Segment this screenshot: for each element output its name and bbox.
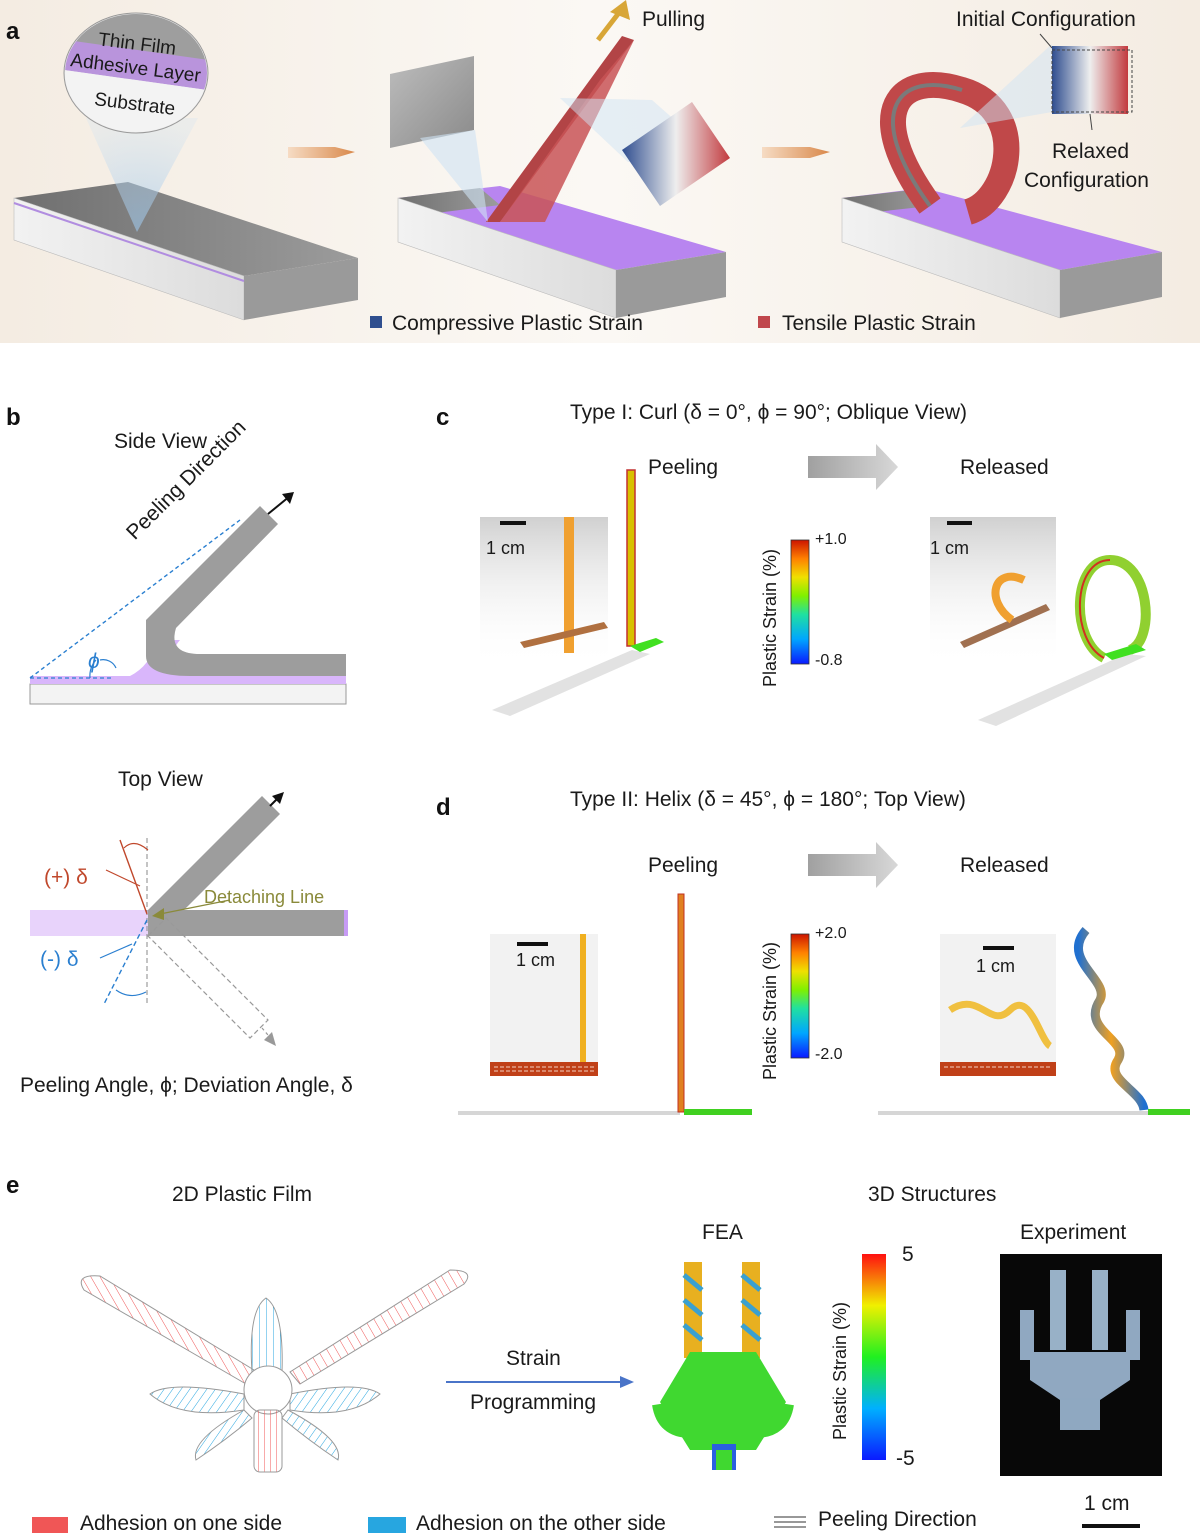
- panel-e-letter: e: [6, 1172, 20, 1199]
- flow-arrow-1: [288, 147, 355, 158]
- panel-b-letter: b: [6, 404, 21, 431]
- panel-c-colorbar-max: +1.0: [815, 531, 847, 548]
- minus-delta-label: (-) δ: [40, 948, 79, 971]
- top-film-peeled: [148, 796, 280, 928]
- panel-c-arrow: [808, 444, 898, 490]
- legend-other-side: Adhesion on the other side: [416, 1512, 666, 1535]
- phi-label: ϕ: [88, 650, 100, 673]
- panel-d-peeling: Peeling: [648, 854, 719, 877]
- substrate-bar-1: [13, 182, 358, 321]
- panel-d-title: Type II: Helix (δ = 45°, ϕ = 180°; Top V…: [570, 788, 966, 811]
- flat-film-pattern: [80, 1269, 469, 1473]
- initial-config-label: Initial Configuration: [956, 8, 1136, 31]
- panel-c-peeling: Peeling: [648, 456, 719, 479]
- side-view-title: Side View: [114, 430, 208, 453]
- panel-b-caption: Peeling Angle, ϕ; Deviation Angle, δ: [20, 1074, 353, 1097]
- arrow-label-programming: Programming: [470, 1391, 597, 1414]
- peeled-film: [486, 36, 634, 222]
- legend-one-side: Adhesion on one side: [80, 1512, 282, 1535]
- panel-d-letter: d: [436, 794, 451, 821]
- fea-structure: [652, 1262, 794, 1470]
- legend-one-side-swatch: [32, 1517, 68, 1533]
- panel-d-colorbar-max: +2.0: [815, 925, 847, 942]
- panel-c-scale-right: 1 cm: [930, 538, 970, 558]
- panel-e-colorbar: [862, 1254, 886, 1460]
- plus-delta-label: (+) δ: [44, 866, 88, 889]
- panel-c-title: Type I: Curl (δ = 0°, ϕ = 90°; Oblique V…: [570, 401, 968, 424]
- legend-tensile: Tensile Plastic Strain: [782, 312, 976, 335]
- legend-tensile-swatch: [758, 316, 770, 328]
- panel-c-released: Released: [960, 456, 1049, 479]
- panel-e-colorbar-label: Plastic Strain (%): [830, 1301, 850, 1440]
- pulling-arrowhead: [610, 0, 630, 20]
- compression-block: [390, 56, 474, 148]
- relaxed-config-label-2: Configuration: [1024, 169, 1149, 192]
- arrow-label-strain: Strain: [506, 1347, 561, 1370]
- panel-e-scale: 1 cm: [1084, 1492, 1130, 1515]
- detaching-line-label: Detaching Line: [204, 887, 325, 907]
- legend-peeling-direction: Peeling Direction: [818, 1508, 977, 1531]
- panel-e-colorbar-min: -5: [896, 1447, 915, 1470]
- experiment-label: Experiment: [1020, 1221, 1127, 1244]
- panel-c-letter: c: [436, 404, 450, 431]
- panel-d-colorbar: [790, 933, 810, 1059]
- relaxed-config-label-1: Relaxed: [1052, 140, 1130, 163]
- panel-d-arrow: [808, 842, 898, 888]
- film-title: 2D Plastic Film: [172, 1183, 313, 1206]
- panel-a-letter: a: [6, 18, 20, 45]
- panel-c-colorbar: [790, 539, 810, 665]
- panel-d-scale-left: 1 cm: [516, 950, 556, 970]
- top-adhesive-left: [30, 910, 148, 936]
- side-film: [146, 506, 346, 676]
- structures-title: 3D Structures: [868, 1183, 997, 1206]
- legend-compressive: Compressive Plastic Strain: [392, 312, 643, 335]
- side-adhesive: [30, 676, 346, 684]
- panel-d-scale-right: 1 cm: [976, 956, 1016, 976]
- top-film-right: [148, 910, 348, 936]
- pulling-label: Pulling: [642, 8, 706, 31]
- legend-compressive-swatch: [370, 316, 382, 328]
- panel-c-colorbar-min: -0.8: [815, 652, 843, 669]
- panel-a-illustration: [13, 0, 1162, 328]
- relaxed-block: [1052, 46, 1128, 114]
- panel-d-released: Released: [960, 854, 1049, 877]
- fea-label: FEA: [702, 1221, 743, 1244]
- panel-d-colorbar-min: -2.0: [815, 1046, 843, 1063]
- legend-other-side-swatch: [368, 1517, 406, 1533]
- flow-arrow-2: [762, 147, 830, 158]
- tension-block: [622, 102, 730, 206]
- top-view-title: Top View: [118, 768, 203, 791]
- panel-c-scale-left: 1 cm: [486, 538, 526, 558]
- panel-e-colorbar-max: 5: [902, 1243, 914, 1266]
- zoom-beam: [86, 118, 198, 232]
